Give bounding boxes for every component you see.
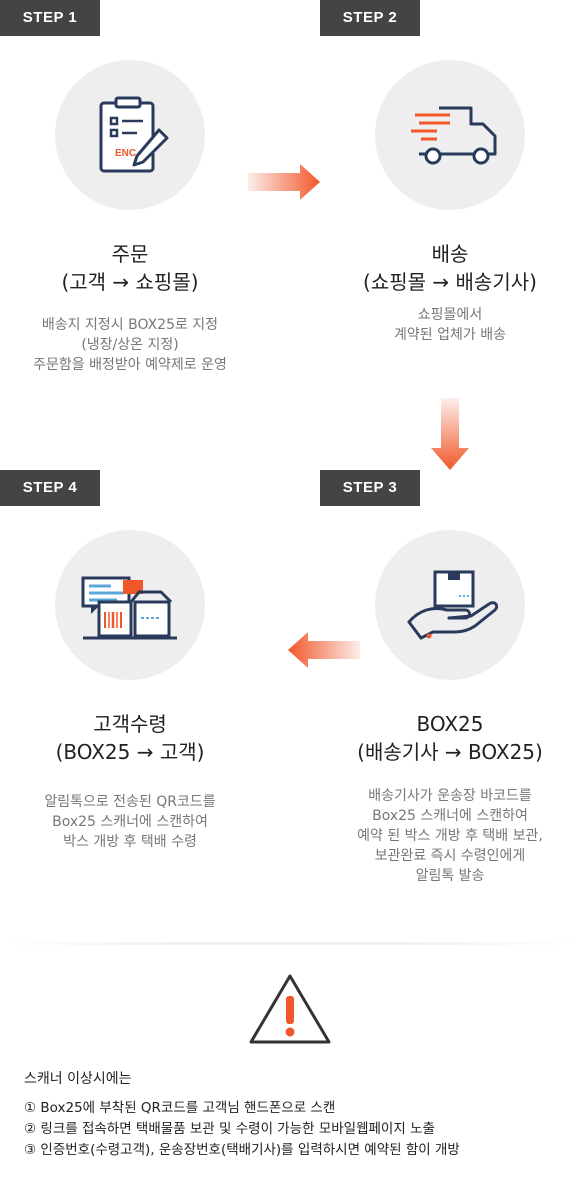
notice-item: ② 링크를 접속하면 택배물품 보관 및 수령이 가능한 모바일웹페이지 노출 <box>24 1121 435 1137</box>
svg-text:ENC: ENC <box>115 148 136 159</box>
truck-icon <box>411 106 497 165</box>
step2-description: 쇼핑몰에서 계약된 업체가 배송 <box>394 307 506 343</box>
warning-icon <box>249 974 331 1044</box>
hand-box-icon <box>407 570 499 640</box>
clipboard-icon: ENC <box>99 96 169 173</box>
step3-badge: STEP 3 <box>320 470 420 506</box>
step3-icon-circle <box>375 530 525 680</box>
notice-title: 스캐너 이상시에는 <box>24 1071 132 1087</box>
step4-badge: STEP 4 <box>0 470 100 506</box>
step3-description: 배송기사가 운송장 바코드를 Box25 스캐너에 스캔하여 예약 된 박스 개… <box>357 788 543 884</box>
arrow-down-icon <box>431 398 469 470</box>
step1-title: 주문 (고객 → 쇼핑몰) <box>61 242 199 294</box>
notice-item: ③ 인증번호(수령고객), 운송장번호(택배기사)를 입력하시면 예약된 함이 … <box>24 1142 460 1158</box>
step4-title: 고객수령 (BOX25 → 고객) <box>55 712 205 764</box>
step4-description: 알림톡으로 전송된 QR코드를 Box25 스캐너에 스캔하여 박스 개방 후 … <box>44 794 216 850</box>
step1-icon-circle: ENC <box>55 60 205 210</box>
step4-icon-circle <box>55 530 205 680</box>
notice-list: ① Box25에 부착된 QR코드를 고객님 핸드폰으로 스캔 ② 링크를 접속… <box>24 1098 460 1161</box>
boxes-chat-icon <box>81 576 177 640</box>
notice-item: ① Box25에 부착된 QR코드를 고객님 핸드폰으로 스캔 <box>24 1100 336 1116</box>
step3-title: BOX25 (배송기사 → BOX25) <box>357 712 543 764</box>
section-divider <box>0 942 580 945</box>
step2-icon-circle <box>375 60 525 210</box>
step2-title: 배송 (쇼핑몰 → 배송기사) <box>363 242 537 294</box>
step1-badge: STEP 1 <box>0 0 100 36</box>
step1-description: 배송지 지정시 BOX25로 지정 (냉장/상온 지정) 주문함을 배정받아 예… <box>33 317 227 373</box>
step2-badge: STEP 2 <box>320 0 420 36</box>
arrow-right-icon <box>248 164 320 200</box>
arrow-left-icon <box>288 632 360 668</box>
